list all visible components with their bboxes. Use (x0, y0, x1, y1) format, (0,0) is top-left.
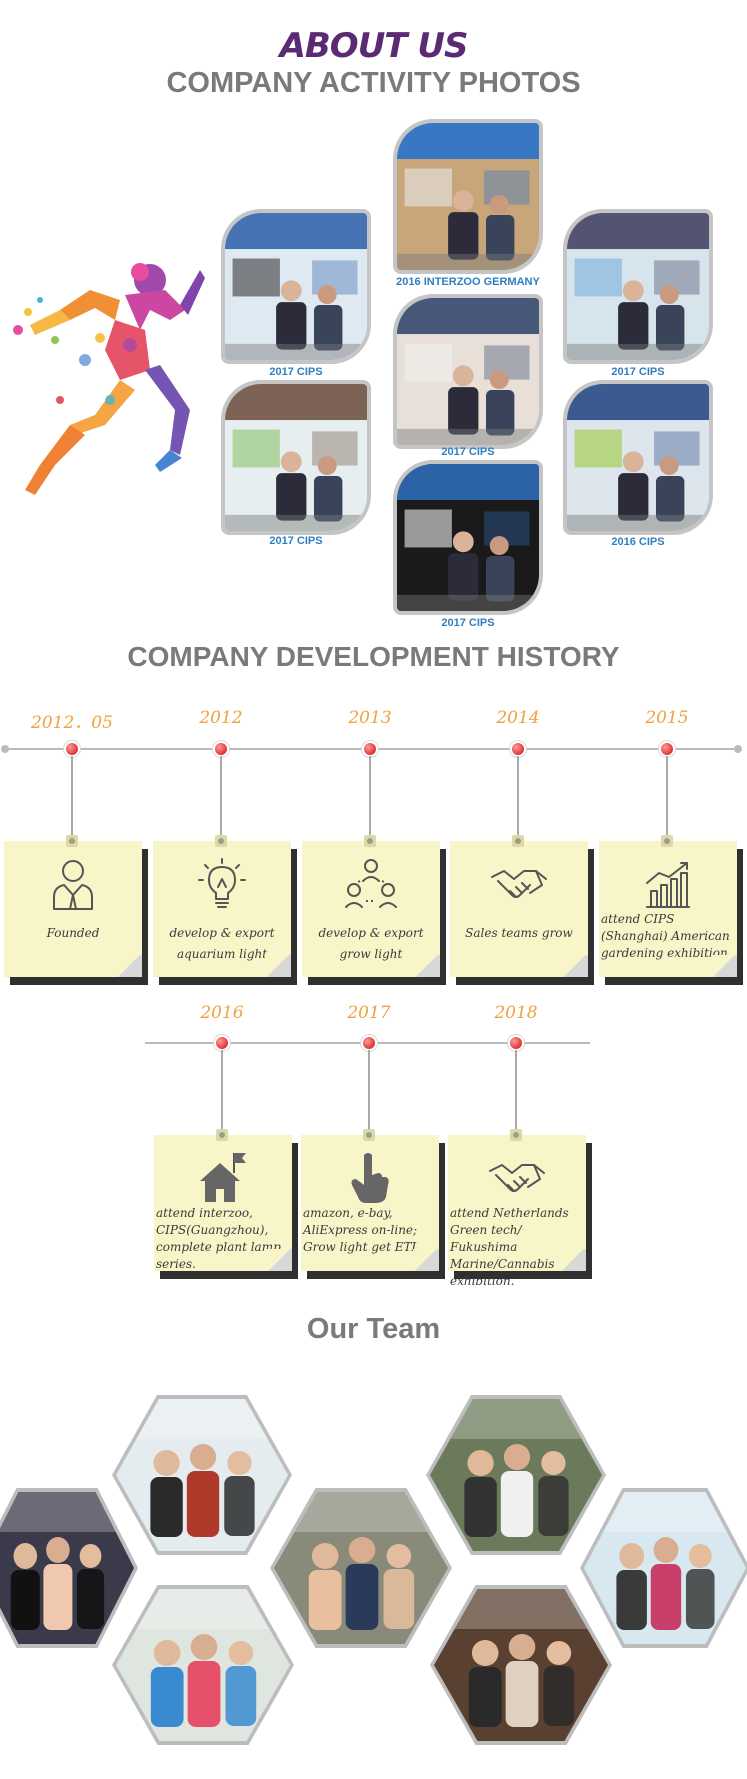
timeline-end (734, 745, 742, 753)
activity-photo (393, 460, 543, 615)
timeline-year: 2018 (494, 1003, 538, 1023)
timeline-note-text: attend CIPS (Shanghai) American gardenin… (601, 912, 730, 960)
timeline-note: amazon, e-bay, AliExpress on-line; Grow … (301, 1135, 439, 1271)
timeline-note: develop & export grow light (302, 841, 440, 977)
timeline-note-text: Sales teams grow (465, 926, 573, 940)
activity-photo-caption: 2016 CIPS (611, 536, 665, 548)
timeline-year: 2016 (200, 1003, 244, 1023)
timeline-note: Founded (4, 841, 142, 977)
note-pin (510, 1129, 522, 1141)
house-flag-icon (154, 1151, 292, 1205)
timeline-stem (369, 756, 371, 837)
development-history-title: COMPANY DEVELOPMENT HISTORY (127, 641, 620, 672)
team-photo-image (434, 1589, 608, 1741)
timeline-dot (508, 1035, 524, 1051)
timeline-note: Sales teams grow (450, 841, 588, 977)
activity-photo-caption: 2017 CIPS (441, 617, 495, 629)
timeline-note-text: develop & export grow light (318, 926, 424, 961)
note-fold (116, 955, 142, 977)
note-fold (265, 955, 291, 977)
note-fold (562, 955, 588, 977)
timeline-stem (71, 756, 73, 837)
note-pin (66, 835, 78, 847)
timeline-note-text: amazon, e-bay, AliExpress on-line; Grow … (303, 1206, 424, 1254)
team-photo (112, 1395, 292, 1555)
note-pin (512, 835, 524, 847)
note-pin (215, 835, 227, 847)
timeline-stem (666, 756, 668, 837)
activity-photo-caption: 2017 CIPS (269, 366, 323, 378)
timeline-year: 2012．05 (31, 713, 113, 733)
note-pin (216, 1129, 228, 1141)
timeline-year: 2012 (199, 708, 243, 728)
timeline-dot (362, 741, 378, 757)
about-us-heading: ABOUT US (279, 26, 469, 66)
timeline-stem (220, 756, 222, 837)
timeline-note: develop & export aquarium light (153, 841, 291, 977)
team-photo (580, 1488, 747, 1648)
timeline-end (1, 745, 9, 753)
activity-photo (393, 294, 543, 449)
handshake-icon (450, 857, 588, 911)
activity-photo (563, 380, 713, 535)
lightbulb-icon (153, 857, 291, 911)
timeline-year: 2017 (347, 1003, 391, 1023)
handshake-icon (448, 1151, 586, 1205)
team-photo-image (584, 1492, 746, 1644)
activity-photos-title: COMPANY ACTIVITY PHOTOS (166, 67, 581, 99)
team-photo (270, 1488, 452, 1648)
timeline-stem (368, 1050, 370, 1131)
team-photo (112, 1585, 294, 1745)
team-photo-image (116, 1589, 290, 1741)
timeline-note: attend interzoo, CIPS(Guangzhou), comple… (154, 1135, 292, 1271)
activity-photo-caption: 2017 CIPS (611, 366, 665, 378)
runner-illustration (13, 263, 205, 495)
activity-photo-caption: 2016 INTERZOO GERMANY (396, 276, 540, 288)
timeline-note-text: Founded (46, 926, 100, 940)
timeline-year: 2014 (496, 708, 540, 728)
activity-photo (393, 119, 543, 274)
timeline-note: attend CIPS (Shanghai) American gardenin… (599, 841, 737, 977)
activity-photo (563, 209, 713, 364)
timeline-stem (515, 1050, 517, 1131)
team-photo (0, 1488, 138, 1648)
timeline-dot (213, 741, 229, 757)
timeline-dot (214, 1035, 230, 1051)
team-photo-image (116, 1399, 288, 1551)
activity-photo (221, 380, 371, 535)
timeline-year: 2015 (645, 708, 689, 728)
team-photo-image (0, 1492, 134, 1644)
activity-photo (221, 209, 371, 364)
our-team-title: Our Team (306, 1313, 441, 1345)
timeline-year: 2013 (348, 708, 392, 728)
growth-chart-icon (599, 857, 737, 911)
person-icon (4, 857, 142, 911)
note-fold (413, 1249, 439, 1271)
note-pin (363, 1129, 375, 1141)
note-pin (661, 835, 673, 847)
timeline-stem (517, 756, 519, 837)
timeline-dot (510, 741, 526, 757)
team-icon (302, 857, 440, 911)
note-pin (364, 835, 376, 847)
pointing-hand-icon (301, 1151, 439, 1205)
timeline-dot (659, 741, 675, 757)
timeline-note: attend Netherlands Green tech/ Fukushima… (448, 1135, 586, 1288)
timeline-note-text: attend interzoo, CIPS(Guangzhou), comple… (156, 1206, 281, 1271)
timeline-note-text: attend Netherlands Green tech/ Fukushima… (450, 1206, 569, 1288)
note-fold (414, 955, 440, 977)
team-photo (430, 1585, 612, 1745)
timeline-dot (64, 741, 80, 757)
timeline-stem (221, 1050, 223, 1131)
note-fold (560, 1249, 586, 1271)
team-photo (426, 1395, 606, 1555)
note-fold (711, 955, 737, 977)
activity-photo-caption: 2017 CIPS (441, 446, 495, 458)
team-photo-image (274, 1492, 448, 1644)
timeline-dot (361, 1035, 377, 1051)
note-fold (266, 1249, 292, 1271)
timeline-note-text: develop & export aquarium light (169, 926, 275, 961)
activity-photo-caption: 2017 CIPS (269, 535, 323, 547)
team-photo-image (430, 1399, 602, 1551)
